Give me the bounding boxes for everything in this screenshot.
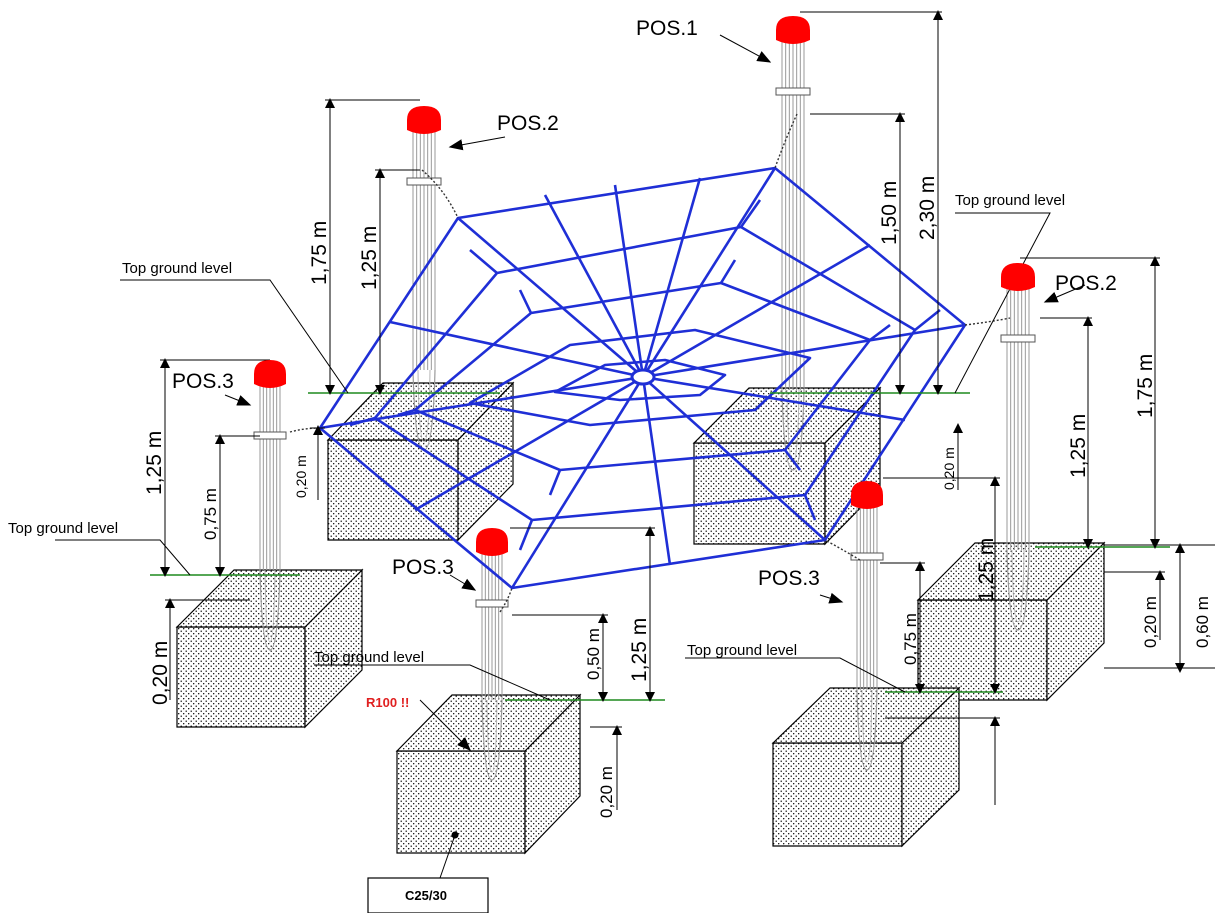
pole-pos3-center-cap <box>476 528 508 556</box>
dim-125-right: 1,25 m <box>1067 414 1090 478</box>
ground-label-left-mid: Top ground level <box>8 520 118 537</box>
pos3-center-label: POS.3 <box>392 556 454 579</box>
dim-075-pos3-right: 0,75 m <box>901 613 920 665</box>
ground-label-right-mid: Top ground level <box>687 642 797 659</box>
pole-pos1 <box>775 36 811 471</box>
dim-075-pos3-left: 0,75 m <box>201 488 220 540</box>
foundation-block-right-front <box>771 686 961 848</box>
concrete-grade-box: C25/30 <box>367 877 489 913</box>
pole-pos3-center <box>475 548 509 781</box>
warning-r100: R100 !! <box>366 695 409 710</box>
dim-125-pos3-left: 1,25 m <box>143 431 166 495</box>
pole-caps <box>254 16 1035 556</box>
dim-230-pos1: 2,30 m <box>916 176 939 240</box>
pole-pos1-cap <box>776 16 810 44</box>
ground-label-left-top: Top ground level <box>122 260 232 277</box>
dim-020-right: 0,20 m <box>1141 596 1160 648</box>
dim-050-center: 0,50 m <box>584 628 603 680</box>
dim-175-left: 1,75 m <box>308 221 331 285</box>
pos1-label: POS.1 <box>636 17 698 40</box>
dimension-lines <box>160 9 1215 810</box>
foundation-block-back-right <box>692 386 882 546</box>
dim-125-pos3-right: 1,25 m <box>975 538 998 602</box>
foundation-block-right-back <box>916 541 1106 702</box>
ground-label-center: Top ground level <box>314 649 424 666</box>
pole-pos3-left-cap <box>254 360 286 388</box>
pole-pos3-left <box>253 380 287 651</box>
position-labels: POS.1 POS.2 POS.2 POS.3 POS.3 POS.3 <box>172 17 1117 590</box>
foundation-block-left <box>175 568 364 729</box>
dim-150-pos1: 1,50 m <box>878 181 901 245</box>
pole-pos3-right <box>850 501 884 771</box>
pole-pos2-right <box>1000 283 1036 631</box>
dim-020-center: 0,20 m <box>597 766 616 818</box>
dimension-labels: 1,75 m 1,25 m 1,50 m 2,30 m 1,75 m 1,25 … <box>143 176 1212 818</box>
pos3-right-label: POS.3 <box>758 567 820 590</box>
dim-125-left: 1,25 m <box>358 226 381 290</box>
pole-pos2-left-cap <box>407 106 441 134</box>
foundation-block-center <box>395 693 582 855</box>
ground-label-right-top: Top ground level <box>955 192 1065 209</box>
dim-125-center: 1,25 m <box>628 618 651 682</box>
pole-pos2-right-cap <box>1001 263 1035 291</box>
poles-layer <box>253 36 1036 781</box>
pos3-left-label: POS.3 <box>172 370 234 393</box>
dim-020-block-back-left: 0,20 m <box>293 455 309 498</box>
dim-020-block-back-right: 0,20 m <box>941 447 957 490</box>
dim-020-pos3-left: 0,20 m <box>149 641 172 705</box>
concrete-grade-label: C25/30 <box>405 888 447 903</box>
dim-060-right: 0,60 m <box>1193 596 1212 648</box>
pos2-left-label: POS.2 <box>497 112 559 135</box>
pos2-right-label: POS.2 <box>1055 272 1117 295</box>
leader-lines <box>55 34 1086 879</box>
ground-level-labels: Top ground level Top ground level Top gr… <box>8 192 1065 666</box>
dim-175-right: 1,75 m <box>1134 354 1157 418</box>
pole-pos3-right-cap <box>851 481 883 509</box>
